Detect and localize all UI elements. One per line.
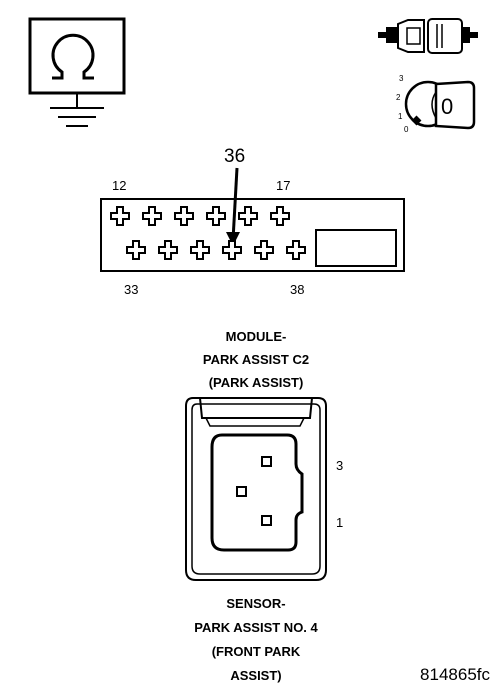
sensor-pin-2 [236,486,247,497]
sensor-connector-face [185,397,327,581]
module-pin-16 [238,206,258,226]
sensor-caption-line3: (FRONT PARK [212,644,301,659]
callout-arrow [231,167,239,241]
module-caption-line2: PARK ASSIST C2 [203,352,309,367]
sensor-caption-line4: ASSIST) [230,668,281,683]
module-pin-row-top [110,206,290,226]
pin-label-33: 33 [124,282,138,297]
sensor-caption-line2: PARK ASSIST NO. 4 [194,620,318,635]
module-connector-face [100,198,405,272]
sensor-pin-label-1: 1 [336,515,343,530]
module-caption-line3: (PARK ASSIST) [209,375,304,390]
module-pin-35 [190,240,210,260]
pin-label-38: 38 [290,282,304,297]
ignition-position-3: 3 [399,74,404,83]
module-pin-33 [126,240,146,260]
callout-pin-36: 36 [224,146,245,167]
figure-code: 814865fc [420,665,490,684]
module-pin-36 [222,240,242,260]
module-pin-15 [206,206,226,226]
ignition-position-0: 0 [404,125,409,134]
module-pin-17 [270,206,290,226]
sensor-caption-line1: SENSOR- [226,596,285,611]
module-pin-38 [286,240,306,260]
ignition-key-icon: 3 2 1 0 0 [396,74,476,134]
sensor-pin-label-3: 3 [336,458,343,473]
pin-label-17: 17 [276,178,290,193]
module-pin-row-bottom [126,240,306,260]
connector-disconnected-icon [378,18,478,54]
module-pin-14 [174,206,194,226]
module-pin-13 [142,206,162,226]
ohmmeter-ground-icon [28,17,126,127]
module-pin-34 [158,240,178,260]
callout-arrow-head [226,232,240,246]
module-caption-line1: MODULE- [226,329,287,344]
ignition-key-label: 0 [441,94,453,119]
sensor-pin-3 [261,456,272,467]
sensor-pin-1 [261,515,272,526]
module-pin-12 [110,206,130,226]
module-pin-37 [254,240,274,260]
pin-label-12: 12 [112,178,126,193]
ignition-position-2: 2 [396,93,401,102]
ignition-position-1: 1 [398,112,403,121]
